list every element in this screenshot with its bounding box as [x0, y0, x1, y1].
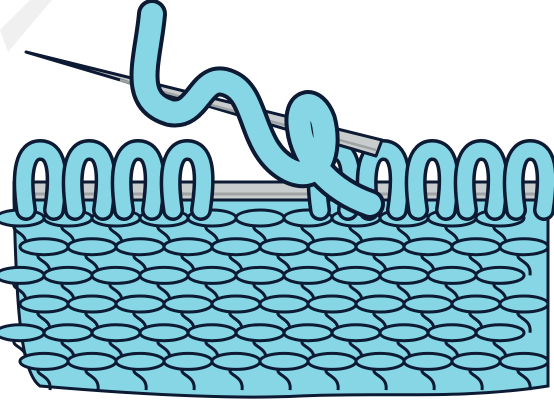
purl-bump	[332, 267, 380, 283]
purl-bump	[404, 239, 452, 255]
knitted-fabric	[0, 198, 548, 397]
purl-bump	[164, 353, 212, 369]
purl-bump	[284, 267, 332, 283]
purl-bump	[0, 325, 44, 341]
purl-bump	[476, 267, 524, 283]
purl-bump	[260, 296, 308, 312]
purl-bump	[140, 267, 188, 283]
purl-bump	[356, 296, 404, 312]
purl-bump	[452, 239, 500, 255]
purl-bump	[212, 296, 260, 312]
purl-bump	[284, 325, 332, 341]
purl-bump	[20, 239, 68, 255]
purl-bump	[404, 296, 452, 312]
purl-bump	[92, 267, 140, 283]
purl-bump	[380, 325, 428, 341]
purl-bump	[68, 296, 116, 312]
purl-bump	[44, 267, 92, 283]
purl-bump	[188, 267, 236, 283]
purl-bump	[260, 353, 308, 369]
purl-bump	[0, 267, 44, 283]
purl-bump	[164, 239, 212, 255]
purl-bump	[236, 210, 284, 226]
purl-bump	[44, 325, 92, 341]
purl-bump	[116, 239, 164, 255]
purl-bump	[212, 239, 260, 255]
purl-bump	[140, 325, 188, 341]
purl-bump	[356, 239, 404, 255]
purl-bump	[260, 239, 308, 255]
purl-bump	[308, 296, 356, 312]
purl-bump	[188, 325, 236, 341]
purl-bump	[500, 296, 548, 312]
purl-bump	[452, 296, 500, 312]
purl-bump	[20, 296, 68, 312]
purl-bump	[164, 296, 212, 312]
purl-bump	[404, 353, 452, 369]
purl-bump	[116, 353, 164, 369]
purl-bump	[68, 353, 116, 369]
purl-bump	[212, 353, 260, 369]
purl-bump	[452, 353, 500, 369]
purl-bump	[332, 325, 380, 341]
purl-bump	[308, 239, 356, 255]
purl-bump	[476, 325, 524, 341]
purl-bump	[428, 325, 476, 341]
purl-bump	[380, 267, 428, 283]
purl-bump	[116, 296, 164, 312]
purl-bump	[68, 239, 116, 255]
purl-bump	[500, 353, 548, 369]
purl-bump	[236, 325, 284, 341]
watermark-mark	[0, 0, 52, 52]
purl-bump	[308, 353, 356, 369]
purl-bump	[500, 239, 548, 255]
purl-bump	[20, 353, 68, 369]
purl-bump	[356, 353, 404, 369]
purl-bump	[92, 325, 140, 341]
purl-bump	[236, 267, 284, 283]
purl-bump	[428, 267, 476, 283]
